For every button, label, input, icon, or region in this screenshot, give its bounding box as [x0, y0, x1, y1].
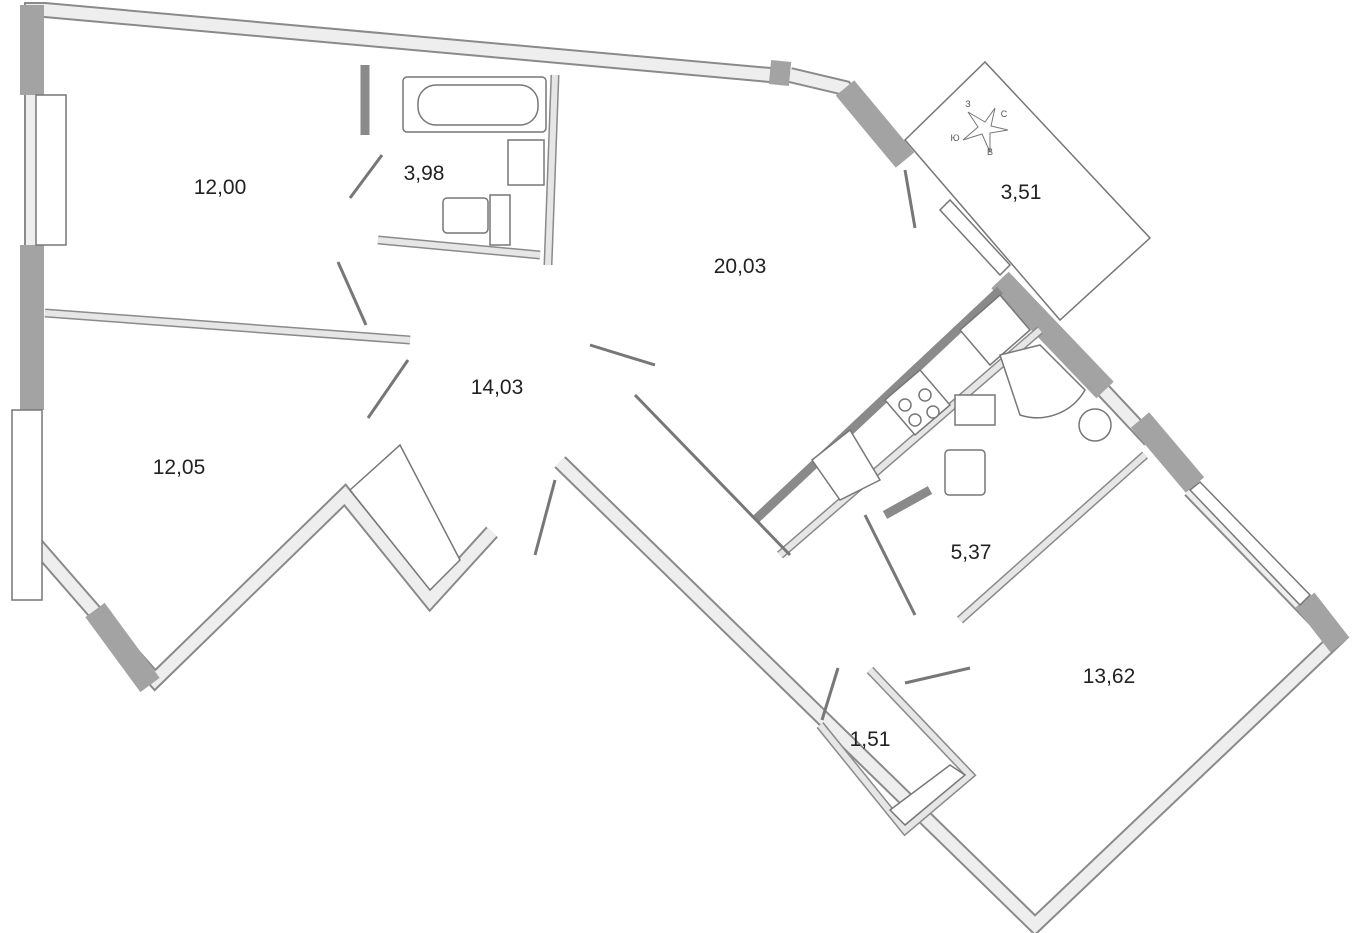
structural-blocks — [20, 5, 1350, 693]
shelves-icon — [888, 764, 967, 827]
ventilation-icon — [958, 293, 1032, 367]
compass-west: З — [965, 99, 971, 109]
toilet-icon — [442, 197, 489, 234]
stairs-icon — [348, 443, 461, 592]
sink-icon-2 — [954, 394, 996, 426]
toilet-icon-2 — [944, 449, 986, 496]
room-area-living-room: 20,03 — [713, 255, 767, 278]
kitchen-sink-icon — [810, 428, 882, 501]
compass-icon — [962, 107, 1009, 153]
room-area-hallway: 14,03 — [470, 376, 524, 399]
outer-walls-fill — [26, 4, 1344, 933]
outer-walls — [24, 2, 1347, 933]
washing-machine-icon — [1078, 408, 1112, 442]
room-area-shower-room: 5,37 — [950, 541, 992, 564]
doors — [336, 154, 971, 721]
room-area-bedroom-top-left: 12,00 — [193, 176, 247, 199]
compass-east: В — [986, 147, 994, 157]
compass-north: С — [1000, 109, 1008, 119]
room-area-bedroom-bottom-left: 12,05 — [152, 456, 206, 479]
stove-icon — [883, 368, 952, 437]
room-area-wardrobe: 1,51 — [849, 728, 891, 751]
room-area-balcony: 3,51 — [1000, 181, 1042, 204]
fixtures — [348, 76, 1112, 827]
sink-icon — [507, 139, 545, 186]
room-area-bedroom-right: 13,62 — [1082, 665, 1136, 688]
room-area-bathroom: 3,98 — [403, 162, 445, 185]
compass-south: Ю — [950, 133, 960, 143]
shower-icon — [999, 344, 1086, 419]
windows — [11, 60, 1312, 607]
